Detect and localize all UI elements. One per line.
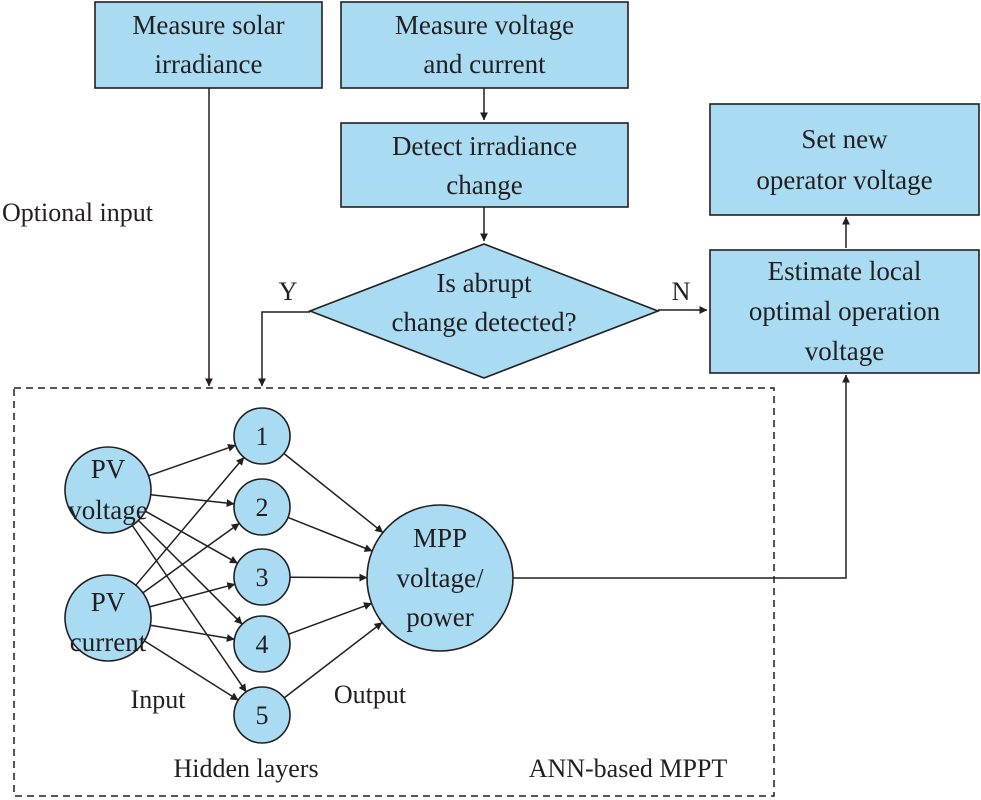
hidden-node-4-label: 4 [256,630,269,659]
box-estimate-local-line-1: Estimate local [768,256,922,286]
ann-edge-hidden-2-to-output [287,516,373,552]
optional-input-label: Optional input [2,198,154,227]
ann-edge-hidden-1-to-output [283,452,384,534]
ann-edge-input-2-to-hidden-2 [142,522,240,594]
output-node-line-2: voltage/ [397,563,484,593]
hidden-node-5: 5 [233,686,291,744]
ann-edge-input-1-to-hidden-2 [150,493,235,508]
box-measure-solar: Measure solar irradiance [94,1,323,89]
hidden-node-3: 3 [233,548,291,606]
box-set-voltage-line-1: Set new [801,124,888,154]
ann-mppt-label: ANN-based MPPT [529,754,728,783]
box-set-voltage: Set new operator voltage [709,103,980,216]
hidden-node-4: 4 [233,615,291,673]
box-estimate-local-line-2: optimal operation [749,296,941,326]
input-node-pv-current: PV current [64,574,152,662]
ann-edge-input-1-to-hidden-4 [137,519,243,625]
branch-label-yes: Y [279,277,298,306]
box-measure-vi: Measure voltage and current [340,1,629,89]
box-detect-change-line-1: Detect irradiance [392,131,577,161]
ann-connections [131,444,384,701]
decision-line-1: Is abrupt [436,268,532,298]
edge-decision-yes [258,311,310,387]
hidden-node-1: 1 [233,407,291,465]
decision-line-2: change detected? [391,307,576,337]
box-set-voltage-line-2: operator voltage [756,165,932,195]
edge-output-to-estimate [513,374,850,579]
hidden-node-2: 2 [233,478,291,536]
box-measure-vi-line-1: Measure voltage [395,10,574,40]
ann-edge-input-1-to-hidden-3 [145,510,238,564]
ann-edge-input-2-to-hidden-1 [135,456,245,586]
box-detect-change-line-2: change [446,170,522,200]
output-node-line-1: MPP [413,523,467,553]
ann-edge-input-1-to-hidden-5 [131,525,247,693]
ann-edge-hidden-5-to-output [283,621,383,699]
input-node-pv-current-line-1: PV [91,587,126,617]
input-node-pv-voltage: PV voltage [64,446,152,534]
input-label: Input [131,685,187,714]
output-node-line-3: power [406,602,473,632]
hidden-node-2-label: 2 [256,493,269,522]
branch-label-no: N [672,277,691,306]
ann-edge-input-1-to-hidden-1 [148,444,236,477]
hidden-node-1-label: 1 [256,422,269,451]
ann-edge-input-2-to-hidden-3 [149,582,236,608]
output-label: Output [334,680,407,709]
box-detect-change: Detect irradiance change [340,122,629,208]
ann-edge-input-2-to-hidden-4 [150,624,235,642]
hidden-layers-label: Hidden layers [173,754,318,783]
box-measure-solar-line-2: irradiance [155,49,263,79]
hidden-node-5-label: 5 [256,701,269,730]
hidden-node-3-label: 3 [256,563,269,592]
box-measure-solar-line-1: Measure solar [132,10,284,40]
box-estimate-local-line-3: voltage [805,336,884,366]
input-node-pv-voltage-line-2: voltage [68,495,147,525]
box-measure-vi-line-2: and current [423,49,546,79]
input-node-pv-current-line-2: current [70,627,147,657]
decision-abrupt-change: Is abrupt change detected? [307,243,661,379]
ann-mppt-frame [13,387,775,797]
ann-edge-hidden-4-to-output [288,602,372,636]
edges [205,88,850,579]
output-node-mpp: MPP voltage/ power [366,504,514,652]
box-estimate-local: Estimate local optimal operation voltage [709,249,980,374]
ann-edge-input-2-to-hidden-5 [144,640,239,701]
input-node-pv-voltage-line-1: PV [91,454,126,484]
